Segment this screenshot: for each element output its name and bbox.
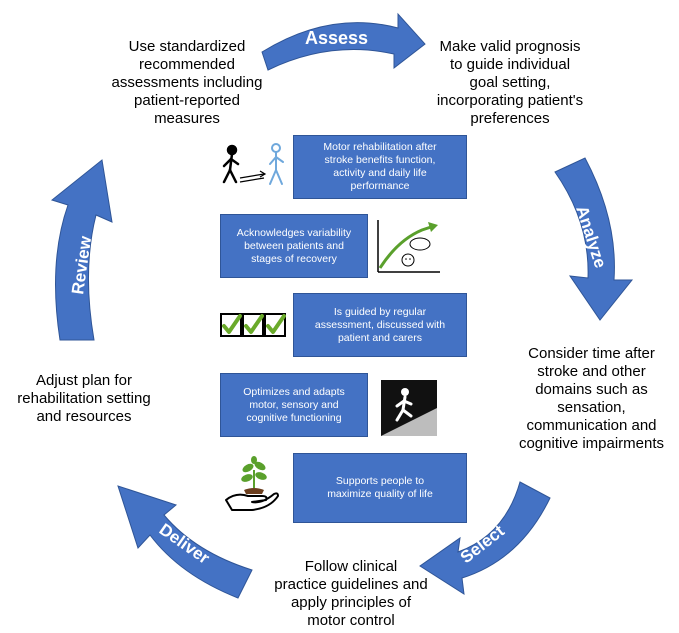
principle-box-2: Acknowledges variability between patient… — [220, 214, 368, 278]
recovery-curve-icon — [377, 220, 440, 273]
review-arrow: Review — [50, 159, 113, 341]
principle-box-5: Supports people to maximize quality of l… — [293, 453, 467, 523]
assess-label: Assess — [305, 28, 368, 48]
analyze-arrow: Analyze — [554, 157, 634, 321]
climbing-person-icon — [381, 380, 437, 436]
plant-in-hand-icon — [225, 456, 279, 511]
caption-top-right: Make valid prognosis to guide individual… — [436, 38, 584, 127]
principle-box-1: Motor rehabilitation after stroke benefi… — [293, 135, 467, 199]
checkboxes-icon — [220, 313, 286, 337]
principle-box-4: Optimizes and adapts motor, sensory and … — [220, 373, 368, 437]
walking-people-icon — [222, 143, 284, 185]
assess-arrow: Assess — [261, 12, 426, 71]
caption-right: Consider time after stroke and other dom… — [518, 345, 665, 452]
caption-top-left: Use standardized recommended assessments… — [111, 38, 263, 127]
caption-bottom: Follow clinical practice guidelines and … — [274, 558, 428, 629]
caption-left: Adjust plan for rehabilitation setting a… — [17, 372, 151, 425]
principle-box-3: Is guided by regular assessment, discuss… — [293, 293, 467, 357]
